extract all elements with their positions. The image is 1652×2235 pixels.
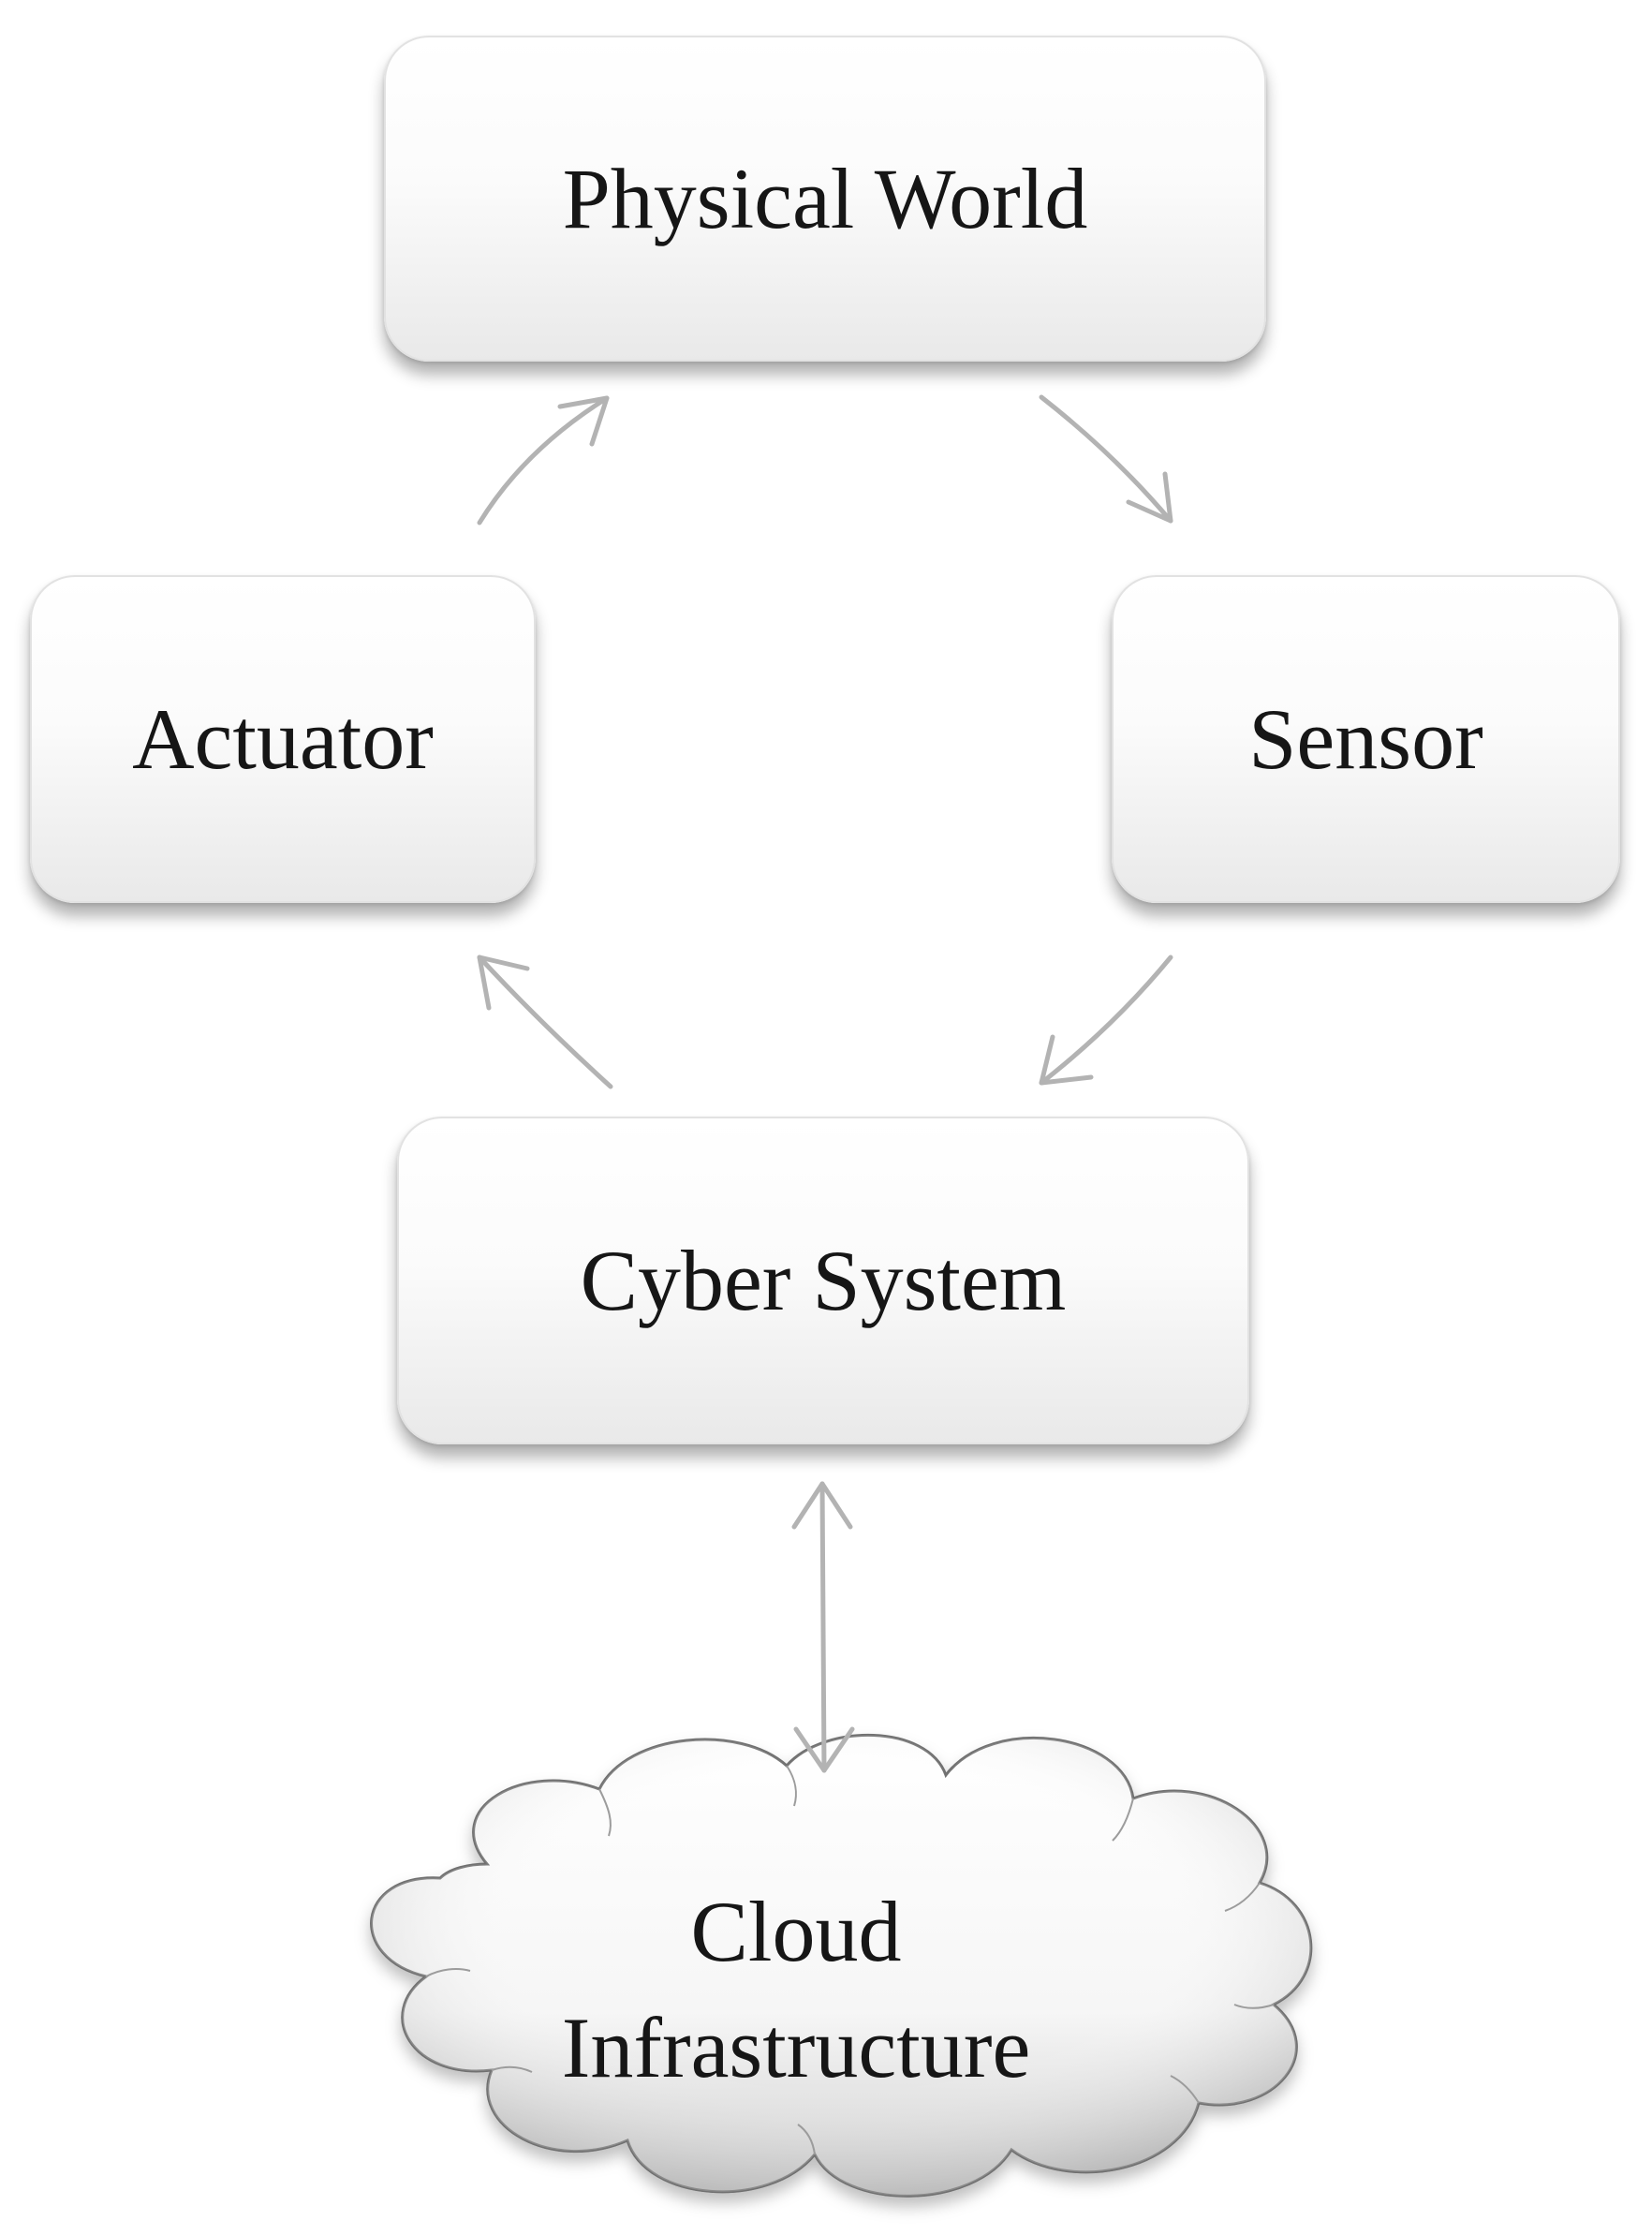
node-sensor: Sensor [1112,575,1620,903]
arrow-physical-to-sensor [1039,394,1173,524]
node-physical-world-label: Physical World [562,151,1088,246]
node-actuator-label: Actuator [132,691,434,787]
node-actuator: Actuator [30,575,536,903]
arrow-actuator-to-physical [477,395,610,525]
node-cloud-infrastructure: Cloud Infrastructure [412,1873,1180,2106]
node-sensor-label: Sensor [1248,691,1483,787]
cloud-label-line2: Infrastructure [561,2000,1031,2095]
arrow-cyber-to-actuator [477,955,613,1089]
cloud-shape [370,1734,1313,2198]
cloud-label-line1: Cloud [690,1884,902,1979]
arrow-cyber-cloud-bidirectional [791,1481,855,1773]
arrow-sensor-to-cyber [1039,955,1173,1086]
node-cyber-system: Cyber System [397,1117,1249,1444]
node-physical-world: Physical World [384,36,1266,362]
node-cyber-system-label: Cyber System [580,1233,1067,1328]
